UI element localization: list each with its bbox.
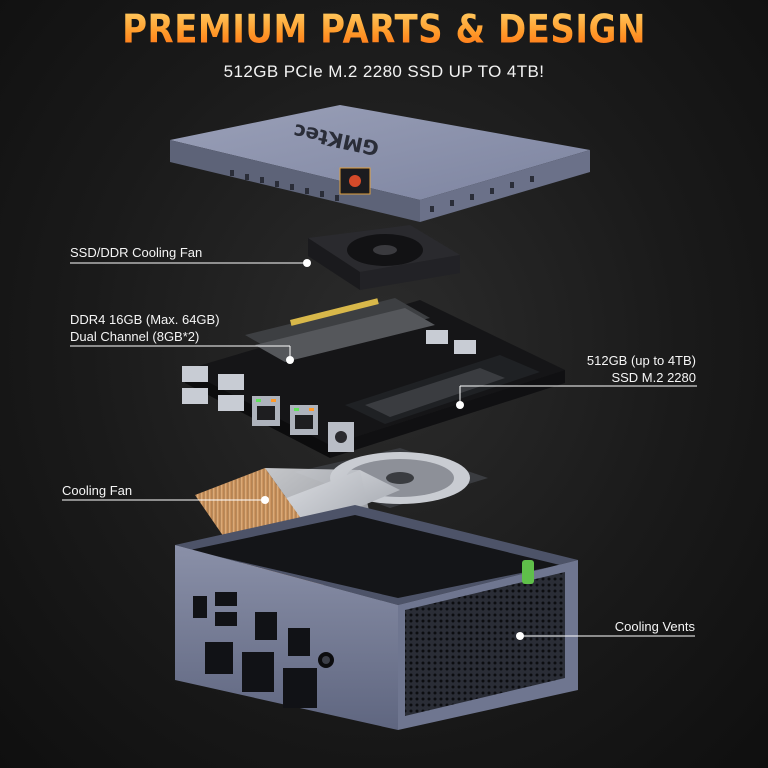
lan-led-orange — [271, 399, 276, 402]
chassis-side-vents — [405, 572, 565, 716]
callout-ssd-line1: 512GB (up to 4TB) — [586, 353, 696, 368]
callout-ssd-line2: SSD M.2 2280 — [611, 370, 696, 385]
page-headline: PREMIUM PARTS & DESIGN — [0, 7, 768, 53]
ssd-ddr-cooling-fan — [308, 225, 460, 290]
chassis-base — [175, 505, 578, 730]
ram-modules — [245, 298, 435, 362]
callout-ddr4-line1: DDR4 16GB (Max. 64GB) — [70, 312, 220, 327]
callout-ddr4-line2: Dual Channel (8GB*2) — [70, 329, 200, 344]
ssd-retention-clip — [522, 560, 534, 584]
callout-markers — [261, 259, 524, 640]
page-subheadline: 512GB PCIe M.2 2280 SSD UP TO 4TB! — [223, 62, 545, 81]
lan-led-green — [256, 399, 261, 402]
ssd-module — [345, 355, 540, 424]
usb-ports — [182, 330, 476, 411]
callout-cooling-fan: Cooling Fan — [62, 483, 133, 498]
callout-leaders — [62, 262, 697, 637]
callout-ssd-ddr-fan: SSD/DDR Cooling Fan — [70, 245, 203, 260]
callout-cooling-vents: Cooling Vents — [614, 619, 695, 634]
top-lid: GMKtec — [170, 105, 590, 222]
mainboard — [182, 298, 565, 458]
ethernet-ports — [252, 396, 318, 435]
